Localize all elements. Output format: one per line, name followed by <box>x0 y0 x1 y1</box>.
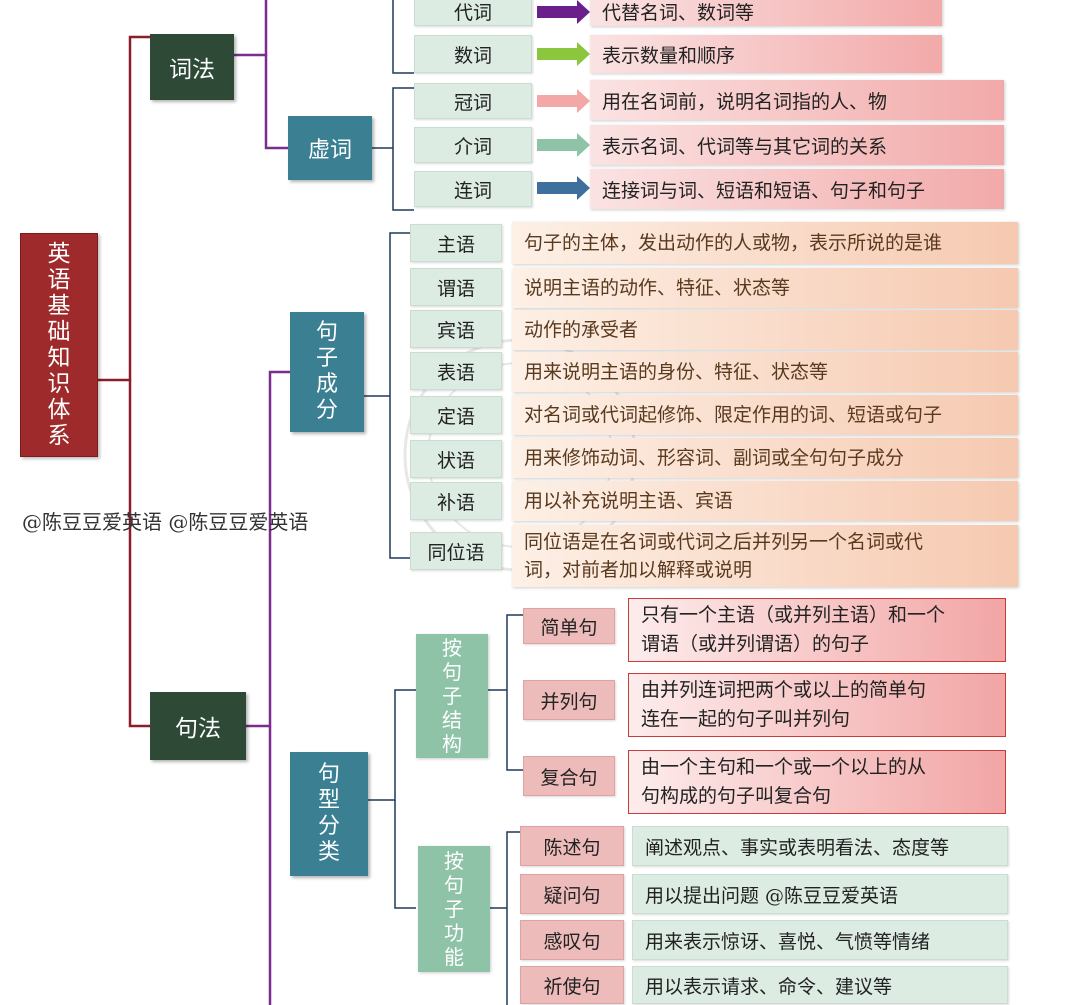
desc-lianci: 连接词与词、短语和短语、句子和句子 <box>590 169 1004 209</box>
desc-tongweiyu-line2: 词，对前者加以解释或说明 <box>524 559 753 581</box>
node-cifa: 词法 <box>150 34 234 100</box>
arrow-lianci <box>537 176 590 200</box>
line-root-jufa <box>128 380 150 728</box>
desc-yiwenju: 用以提出问题 @陈豆豆爱英语 <box>632 874 1008 914</box>
desc-dingyu: 对名词或代词起修饰、限定作用的词、短语或句子 <box>512 395 1018 435</box>
line-root-cifa <box>98 35 150 382</box>
line-cifa-children <box>234 0 268 57</box>
watermark-text: @陈豆豆爱英语 @陈豆豆爱英语 <box>22 510 309 534</box>
word-binyu: 宾语 <box>410 310 502 348</box>
node-by-function: 按句子功能 <box>418 846 490 972</box>
node-juzi-chengfen: 句子成分 <box>290 312 364 432</box>
desc-binyu: 动作的承受者 <box>512 310 1018 350</box>
word-chenshuju: 陈述句 <box>520 826 624 866</box>
line-cifa-xuci <box>264 55 288 150</box>
desc-jieci: 表示名词、代词等与其它词的关系 <box>590 125 1004 165</box>
node-by-structure: 按句子结构 <box>416 634 488 758</box>
desc-buyu: 用以补充说明主语、宾语 <box>512 481 1018 521</box>
line-jufa-children <box>246 370 290 728</box>
desc-tongweiyu-line1: 同位语是在名词或代词之后并列另一个名词或代 <box>524 531 924 553</box>
desc-daici: 代替名词、数词等 <box>590 0 942 26</box>
word-qishiju: 祈使句 <box>520 966 624 1004</box>
desc-chenshuju: 阐述观点、事实或表明看法、态度等 <box>632 826 1008 866</box>
root-label: 英语基础知识体系 <box>47 241 71 449</box>
desc-biaoyu: 用来说明主语的身份、特征、状态等 <box>512 352 1018 392</box>
word-jieci: 介词 <box>414 127 532 163</box>
bracket-shici <box>392 0 414 74</box>
word-shuci: 数词 <box>414 35 532 73</box>
desc-tongweiyu: 同位语是在名词或代词之后并列另一个名词或代词，对前者加以解释或说明 <box>512 525 1018 587</box>
word-biaoyu: 表语 <box>410 352 502 390</box>
node-juxing-fenlei: 句型分类 <box>290 752 368 876</box>
desc-zhuyu: 句子的主体，发出动作的人或物，表示所说的是谁 <box>512 222 1018 264</box>
arrow-shuci <box>537 42 590 66</box>
word-fuheju: 复合句 <box>523 756 615 796</box>
desc-jiandanju: 只有一个主语（或并列主语）和一个谓语（或并列谓语）的句子 <box>628 598 1006 662</box>
arrow-guanci <box>537 89 590 113</box>
node-jufa: 句法 <box>150 692 246 760</box>
desc-shuci: 表示数量和顺序 <box>590 35 942 73</box>
word-zhuyu: 主语 <box>410 224 502 262</box>
desc-weiyu: 说明主语的动作、特征、状态等 <box>512 268 1018 308</box>
desc-guanci: 用在名词前，说明名词指的人、物 <box>590 80 1004 120</box>
word-buyu: 补语 <box>410 482 502 520</box>
desc-fuheju: 由一个主句和一个或一个以上的从句构成的句子叫复合句 <box>628 750 1006 814</box>
word-jiandanju: 简单句 <box>523 608 615 644</box>
word-lianci: 连词 <box>414 171 532 207</box>
arrow-jieci <box>537 133 590 157</box>
word-dingyu: 定语 <box>410 396 502 434</box>
word-guanci: 冠词 <box>414 83 532 119</box>
word-zhuangyu: 状语 <box>410 440 502 478</box>
desc-zhuangyu: 用来修饰动词、形容词、副词或全句句子成分 <box>512 438 1018 478</box>
word-weiyu: 谓语 <box>410 268 502 306</box>
root-node: 英语基础知识体系 <box>20 233 98 457</box>
word-yiwenju: 疑问句 <box>520 874 624 914</box>
node-xuci: 虚词 <box>288 116 372 180</box>
word-daici: 代词 <box>414 0 532 26</box>
arrow-daici <box>537 0 590 24</box>
cifa-label: 词法 <box>169 57 215 83</box>
word-bingleiju: 并列句 <box>523 680 615 720</box>
desc-bingleiju: 由并列连词把两个或以上的简单句连在一起的句子叫并列句 <box>628 673 1006 737</box>
word-gantanju: 感叹句 <box>520 920 624 960</box>
word-tongweiyu: 同位语 <box>410 532 502 570</box>
desc-qishiju: 用以表示请求、命令、建议等 <box>632 966 1008 1004</box>
bracket-juxing <box>368 689 416 801</box>
desc-gantanju: 用来表示惊讶、喜悦、气愤等情绪 <box>632 920 1008 960</box>
